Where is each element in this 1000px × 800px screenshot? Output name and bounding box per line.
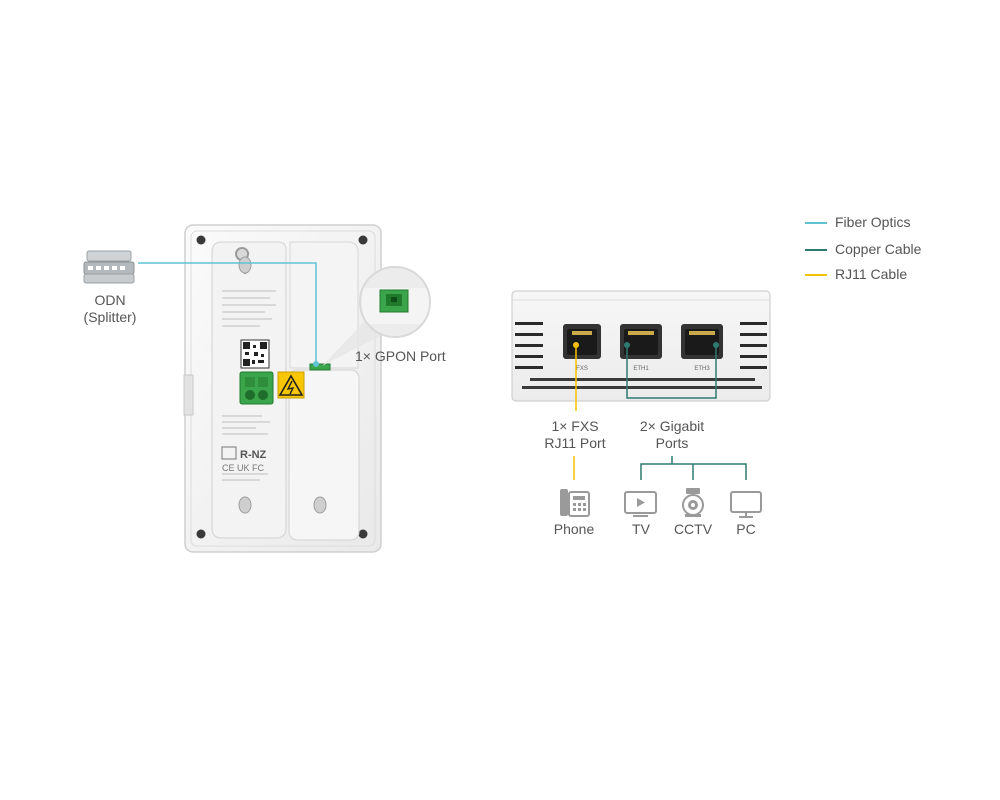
- gigabit-ports-label: 2× Gigabit Ports: [630, 418, 714, 452]
- port-label-eth3: ETH3: [694, 366, 710, 372]
- legend-label-rj11: RJ11 Cable: [835, 266, 908, 282]
- legend-label-copper: Copper Cable: [835, 241, 922, 257]
- odn-label-line1: ODN: [94, 292, 126, 308]
- legend-label-fiber: Fiber Optics: [835, 214, 911, 230]
- wall-plate-front: FXS ETH1 ETH3: [511, 290, 771, 402]
- fiber-optic-line: [138, 262, 317, 364]
- tv-icon: [624, 491, 657, 517]
- port-label-fxs: FXS: [576, 366, 588, 372]
- screw: [358, 529, 368, 539]
- gigabit-ports-label-line1: 2× Gigabit: [639, 418, 705, 434]
- screw: [358, 235, 368, 245]
- power-terminal: [239, 371, 274, 405]
- splitter-icon: [83, 250, 135, 284]
- endpoint-label-pc: PC: [736, 521, 756, 537]
- pc-icon: [730, 491, 762, 518]
- gigabit-ports-label-line2: Ports: [655, 435, 689, 451]
- fxs-port-label-line1: 1× FXS: [551, 418, 599, 434]
- eth3-port: [681, 324, 723, 359]
- fxs-port-label: 1× FXS RJ11 Port: [534, 418, 616, 452]
- odn-label-line2: (Splitter): [83, 309, 137, 325]
- endpoint-label-phone: Phone: [553, 521, 595, 537]
- svg-text:CE UK FC: CE UK FC: [222, 463, 265, 473]
- qr-code-icon: [240, 339, 270, 369]
- copper-cable-line: [626, 345, 717, 399]
- legend-swatch-fiber: [805, 222, 827, 224]
- screw: [196, 529, 206, 539]
- phone-icon: [560, 489, 590, 517]
- cctv-icon: [682, 488, 704, 517]
- legend-swatch-copper: [805, 249, 827, 251]
- odn-label: ODN (Splitter): [70, 292, 150, 326]
- screw: [196, 235, 206, 245]
- gpon-port-zoom: [322, 266, 431, 366]
- legend-swatch-rj11: [805, 274, 827, 276]
- endpoint-label-cctv: CCTV: [673, 521, 713, 537]
- fxs-port-label-line2: RJ11 Port: [544, 435, 606, 451]
- warning-icon: [277, 371, 305, 399]
- gpon-port-label: 1× GPON Port: [355, 348, 446, 364]
- product-label: [222, 290, 276, 481]
- label-model-text: R-NZ: [240, 449, 267, 461]
- wall-plate-back: R-NZ CE UK FC: [183, 224, 382, 553]
- port-label-eth1: ETH1: [633, 366, 649, 372]
- eth1-port: [620, 324, 662, 359]
- fxs-port: [563, 324, 601, 359]
- endpoint-label-tv: TV: [632, 521, 650, 537]
